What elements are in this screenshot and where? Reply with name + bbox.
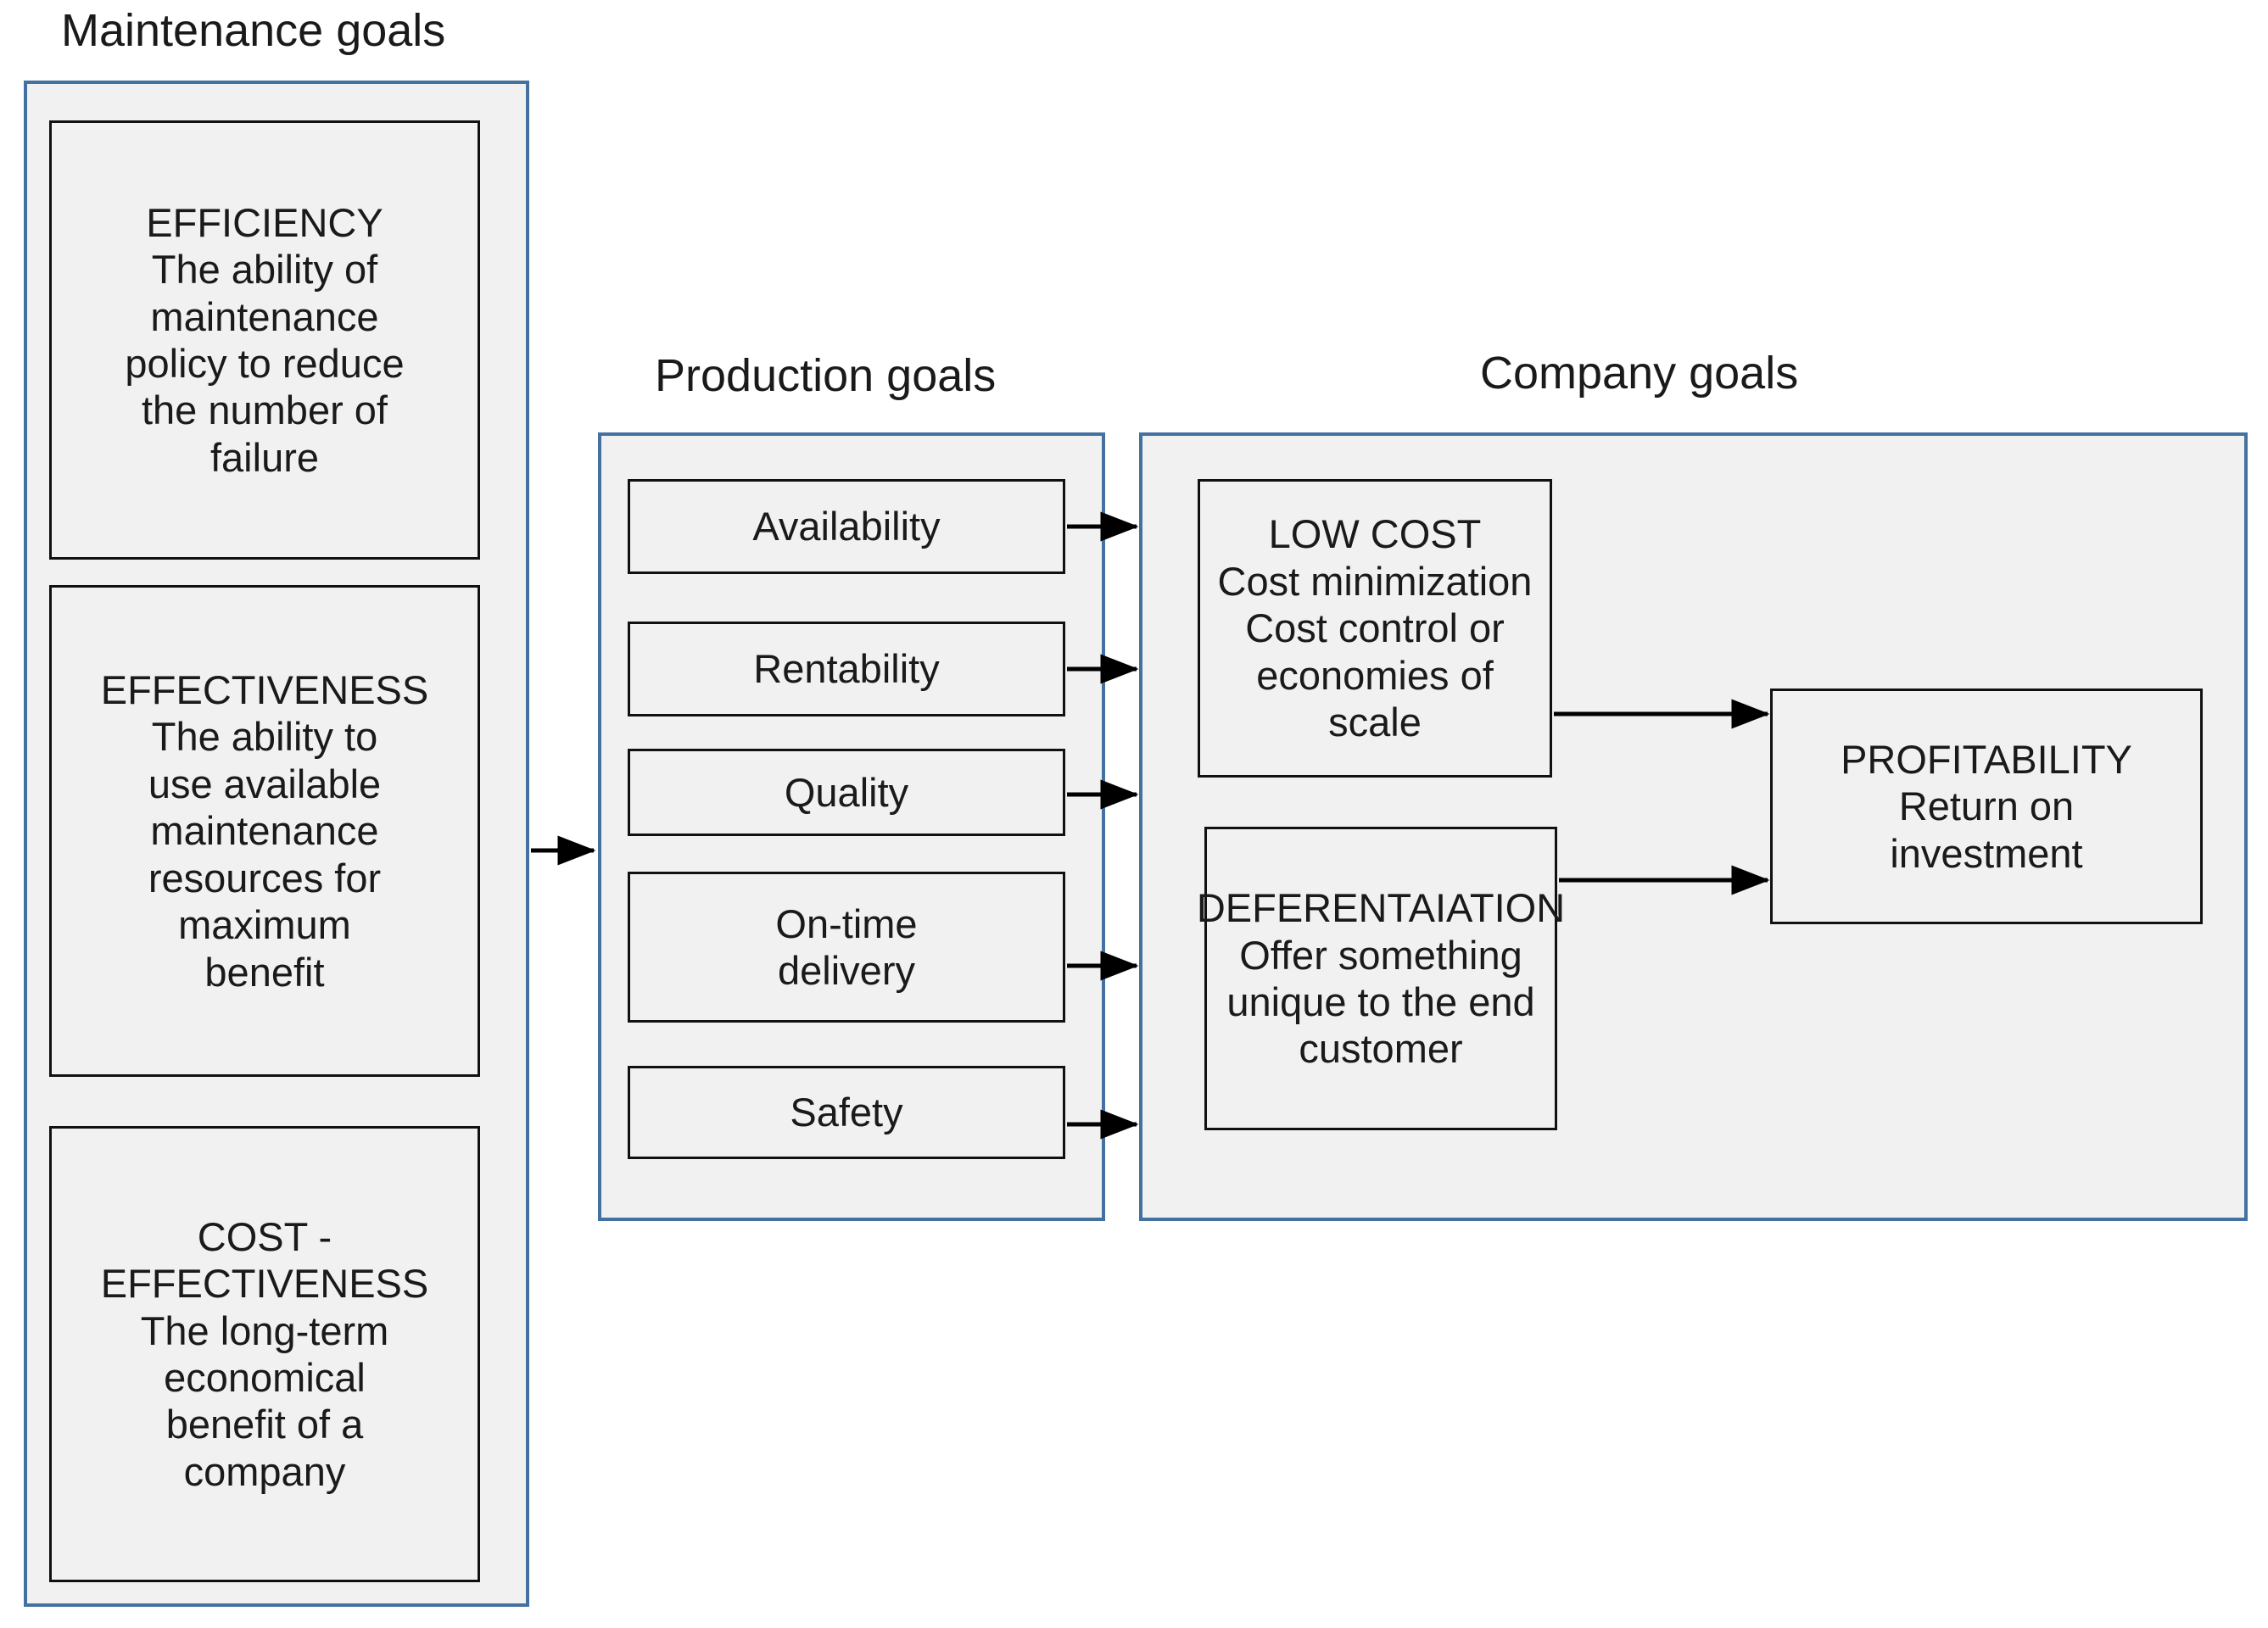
node-on-time-delivery-label: On-time delivery [775,900,918,993]
node-efficiency-label: EFFICIENCY The ability of maintenance po… [125,199,405,480]
node-rentability-label: Rentability [753,646,940,692]
node-profitability: PROFITABILITY Return on investment [1770,689,2203,924]
node-availability: Availability [628,479,1065,574]
node-low-cost: LOW COST Cost minimization Cost control … [1198,479,1552,778]
node-efficiency: EFFICIENCY The ability of maintenance po… [49,120,480,560]
node-cost-effectiveness: COST - EFFECTIVENESS The long-term econo… [49,1126,480,1582]
section-title-company-goals: Company goals [1480,348,1799,399]
node-differentiation: DEFERENTAIATION Offer something unique t… [1197,827,1565,1130]
node-on-time-delivery: On-time delivery [628,872,1065,1023]
node-quality: Quality [628,749,1065,836]
node-cost-effectiveness-label: COST - EFFECTIVENESS The long-term econo… [100,1213,429,1494]
node-safety: Safety [628,1066,1065,1159]
node-rentability: Rentability [628,622,1065,716]
node-effectiveness: EFFECTIVENESS The ability to use availab… [49,585,480,1077]
node-effectiveness-label: EFFECTIVENESS The ability to use availab… [100,666,429,995]
node-profitability-label: PROFITABILITY Return on investment [1841,736,2132,876]
node-quality-label: Quality [784,769,909,815]
section-title-production-goals: Production goals [655,350,997,401]
node-differentiation-label: DEFERENTAIATION Offer something unique t… [1196,885,1566,1072]
node-availability-label: Availability [752,504,941,549]
node-safety-label: Safety [790,1090,903,1135]
section-title-maintenance-goals: Maintenance goals [61,5,446,56]
node-low-cost-label: LOW COST Cost minimization Cost control … [1217,511,1533,745]
